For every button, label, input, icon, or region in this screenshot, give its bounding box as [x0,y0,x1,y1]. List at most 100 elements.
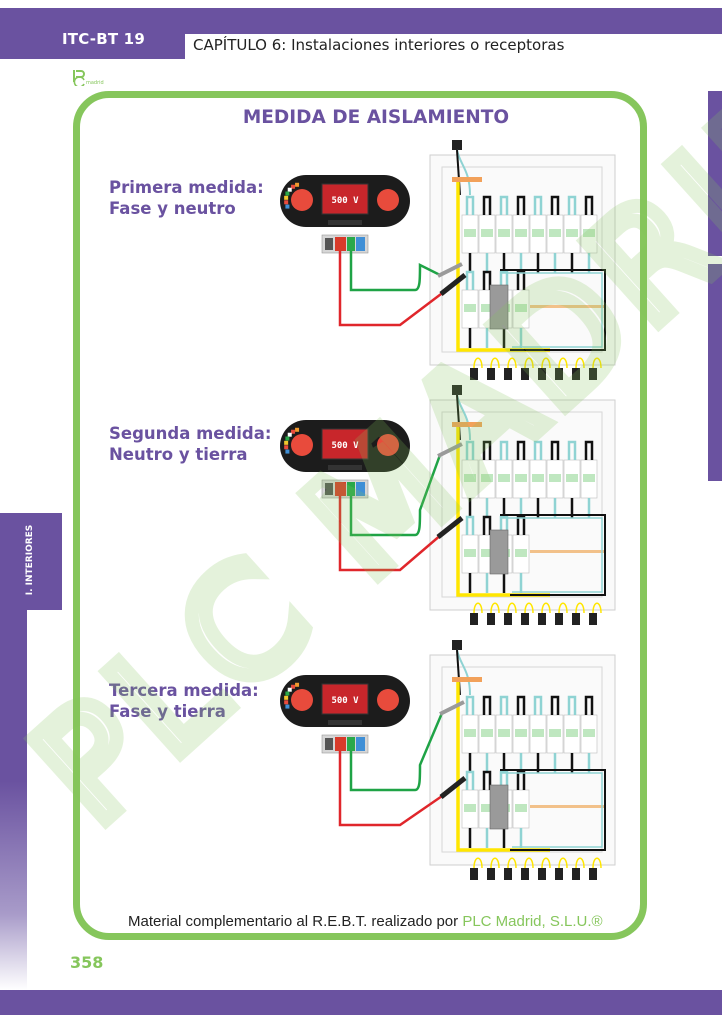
distribution-panel [429,385,616,625]
side-gradient-strip [0,610,27,990]
red-test-lead [338,496,443,572]
distribution-panel [429,640,616,880]
svg-text:madrid: madrid [86,80,104,86]
breaker-wire [516,440,526,460]
breaker-wire [482,270,492,290]
outgoing-connector [504,368,512,380]
outgoing-wire [524,602,534,614]
function-selector-icon [287,687,292,692]
breaker-wire [499,695,509,715]
measurement-label-3: Tercera medida: Fase y tierra [109,680,259,722]
outgoing-connector [521,868,529,880]
function-selector-icon [284,700,289,705]
earth-bar [452,677,482,682]
side-section-tab[interactable] [0,513,62,610]
outgoing-connector [538,368,546,380]
breaker-lever [481,729,493,737]
measurement-title: Primera medida: [109,178,264,197]
terminal-green [347,237,355,251]
surge-protector [489,784,509,830]
breaker-lever [532,729,544,737]
red-probe-tip [439,273,467,296]
incoming-connector [452,140,462,150]
outgoing-connector [504,868,512,880]
outgoing-wire [575,357,585,369]
function-selector-icon [285,691,290,696]
function-selector-icon [291,684,296,689]
surge-protector [489,529,509,575]
header-code: ITC-BT 19 [62,30,145,48]
breaker-lever [515,804,527,812]
breaker-lever [515,474,527,482]
breaker-lever [481,474,493,482]
green-test-lead [349,454,442,537]
meter-brand-plate [328,720,362,725]
breaker-lever [464,804,476,812]
page-number: 358 [70,953,104,972]
outgoing-connector [572,613,580,625]
breaker-wire [533,440,543,460]
outgoing-connector [470,368,478,380]
meter-reading: 500 V [331,196,359,206]
green-probe-tip [437,442,463,458]
bus-wire-neutral [502,272,603,348]
outgoing-connector [538,868,546,880]
breaker-lever [498,729,510,737]
breaker-lever [532,229,544,237]
outgoing-connector [572,868,580,880]
breaker-wire [550,440,560,460]
outgoing-wire [507,357,517,369]
meter-brand-plate [328,220,362,225]
breaker-lever [566,229,578,237]
bus-wire-neutral [502,517,603,593]
right-section-tab[interactable] [708,264,722,481]
header-bar [0,8,722,34]
breaker-lever [566,474,578,482]
outgoing-wire [490,857,500,869]
breaker-lever [515,229,527,237]
meter-terminals [321,734,369,754]
outgoing-wire [473,857,483,869]
meter-right-dial [377,434,399,456]
breaker-lever [566,729,578,737]
surge-protector [489,284,509,330]
function-selector-icon [284,200,289,205]
right-section-tab[interactable] [708,91,722,256]
distribution-panel [429,140,616,380]
side-section-label: I. INTERIORES [25,524,35,596]
function-selector-icon [284,195,289,200]
breaker-wire [465,515,475,535]
header-code-block [0,34,185,59]
red-probe-tip [439,776,467,799]
outgoing-connector [589,868,597,880]
function-selector-icon [291,429,296,434]
panel-enclosure [429,399,616,611]
terminal-blue [356,482,365,496]
terminal-red [335,237,346,251]
meter-screen [321,183,369,215]
green-probe-tip [437,262,463,278]
chapter-title: CAPÍTULO 6: Instalaciones interiores o r… [193,36,565,54]
breaker-wire [482,195,492,215]
breaker-lever [515,729,527,737]
spare-rail [530,305,605,308]
outgoing-wire [575,857,585,869]
breaker-wire [567,195,577,215]
breaker-wire [516,270,526,290]
measurement-title: Segunda medida: [109,424,272,443]
insulation-test-diagram-1: 500 V [280,140,616,380]
outgoing-connector [555,613,563,625]
green-test-lead [349,712,444,792]
function-selector-icon [295,182,300,187]
breaker-lever [583,229,595,237]
function-selector-icon [287,187,292,192]
breaker-lever [481,804,493,812]
meter-terminals [321,234,369,254]
breaker-lever [464,304,476,312]
breaker-wire [465,770,475,790]
function-selector-icon [285,704,290,709]
outgoing-connector [538,613,546,625]
terminal-green [347,737,355,751]
breaker-wire [482,770,492,790]
footer-bar [0,990,722,1015]
